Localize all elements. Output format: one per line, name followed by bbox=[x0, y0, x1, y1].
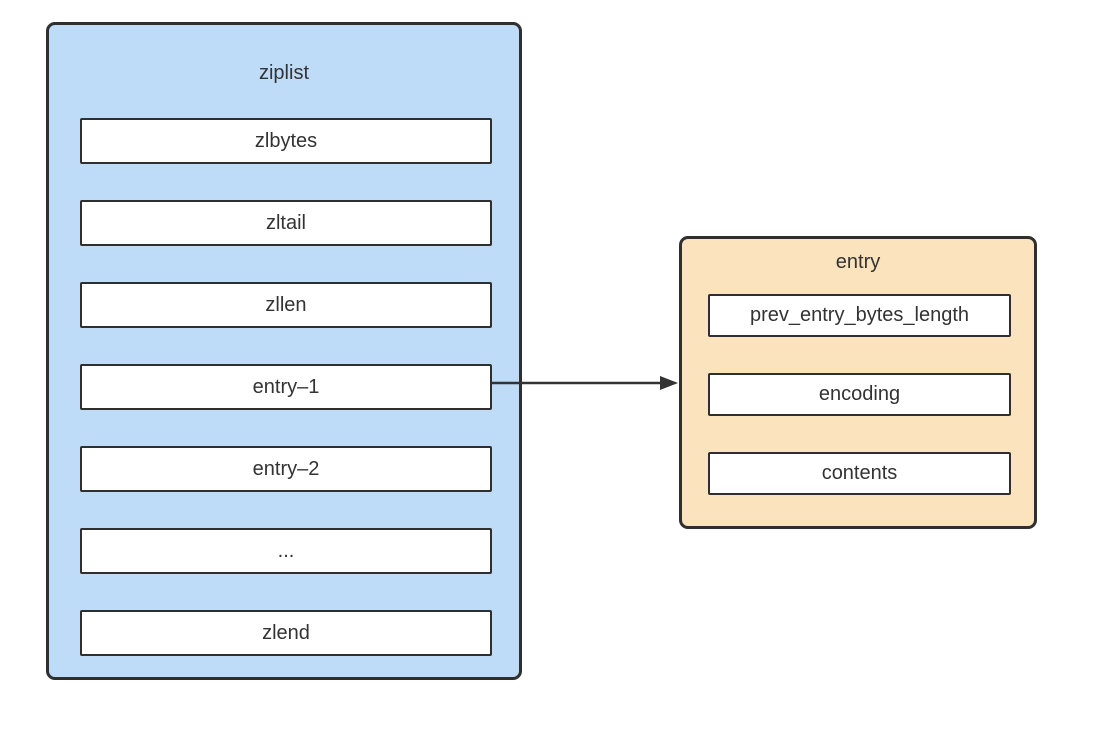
ziplist-field-zltail: zltail bbox=[80, 200, 492, 246]
arrowhead-icon bbox=[660, 376, 678, 390]
entry-field-contents: contents bbox=[708, 452, 1011, 495]
entry-field-encoding: encoding bbox=[708, 373, 1011, 416]
ziplist-field-zllen: zllen bbox=[80, 282, 492, 328]
entry-title: entry bbox=[835, 251, 881, 273]
entry-field-prev-entry-bytes-length: prev_entry_bytes_length bbox=[708, 294, 1011, 337]
ziplist-title: ziplist bbox=[258, 62, 309, 84]
ziplist-field-zlend: zlend bbox=[80, 610, 492, 656]
ziplist-field-zlbytes: zlbytes bbox=[80, 118, 492, 164]
ziplist-field-ellipsis: ... bbox=[80, 528, 492, 574]
entry-container: entry prev_entry_bytes_length encoding c… bbox=[679, 236, 1037, 529]
ziplist-field-entry-2: entry–2 bbox=[80, 446, 492, 492]
ziplist-container: ziplist zlbytes zltail zllen entry–1 ent… bbox=[46, 22, 522, 680]
ziplist-field-entry-1: entry–1 bbox=[80, 364, 492, 410]
